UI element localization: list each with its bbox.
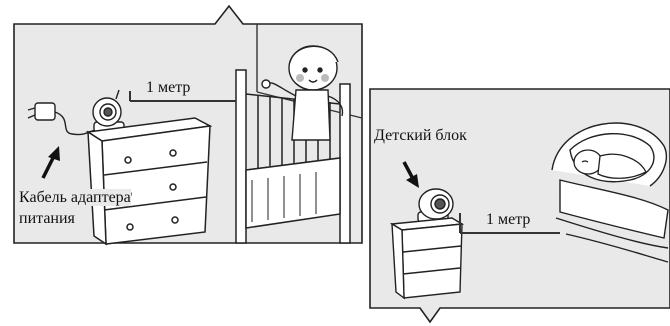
cable-label: Кабель адаптера <box>19 188 131 207</box>
panel-left <box>13 4 363 246</box>
cable-label-line2: питания <box>19 210 75 227</box>
baby-icon <box>573 149 647 179</box>
distance-label: 1 метр <box>146 79 191 96</box>
baby-unit-icon <box>417 188 454 223</box>
panel-right <box>369 88 670 324</box>
cable-label-line1: Кабель адаптера <box>19 189 131 206</box>
baby-unit-icon <box>92 89 125 133</box>
arrow-icon <box>41 146 60 179</box>
distance-label: 1 метр <box>486 211 531 228</box>
arrow-icon <box>402 161 419 188</box>
distance-line <box>129 91 236 102</box>
distance-line <box>459 213 560 234</box>
crib-icon <box>235 69 351 244</box>
nightstand-icon <box>389 217 465 300</box>
cable-label-2: питания <box>19 209 75 228</box>
baby-icon <box>261 45 344 141</box>
baby-unit-label: Детский блок <box>374 127 467 144</box>
dresser-icon <box>85 117 213 246</box>
